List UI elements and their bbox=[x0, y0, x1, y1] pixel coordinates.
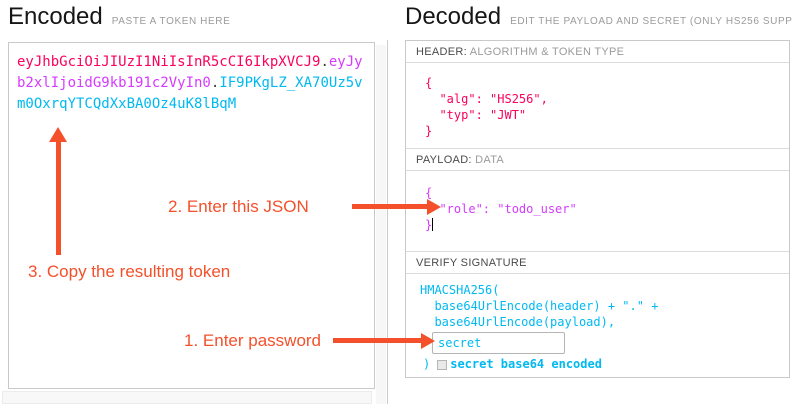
token-signature-segment: IF9PKgLZ_XA70Uz5vm0OxrqYTCQdXxBA0Oz4uK8l… bbox=[17, 75, 363, 112]
header-section-title: HEADER: ALGORITHM & TOKEN TYPE bbox=[406, 41, 789, 63]
token-separator-dot: . bbox=[320, 54, 329, 70]
header-section-sublabel: ALGORITHM & TOKEN TYPE bbox=[469, 46, 625, 58]
decoded-title-row: Decoded EDIT THE PAYLOAD AND SECRET (ONL… bbox=[405, 3, 793, 31]
encoded-footer-strip bbox=[2, 391, 372, 404]
signature-closing-row: ) secret base64 encoded bbox=[420, 356, 779, 373]
payload-section-title: PAYLOAD: DATA bbox=[406, 148, 789, 171]
code-line: HMACSHA256( bbox=[420, 283, 500, 297]
base64-encoded-checkbox-label: secret base64 encoded bbox=[450, 357, 602, 371]
token-separator-dot: . bbox=[210, 75, 220, 91]
center-scrollbar-track[interactable] bbox=[376, 45, 386, 404]
base64-encoded-checkbox[interactable] bbox=[437, 359, 448, 370]
code-line: } bbox=[425, 124, 433, 138]
decoded-panel: HEADER: ALGORITHM & TOKEN TYPE { "alg": … bbox=[405, 40, 790, 378]
decoded-title: Decoded bbox=[405, 3, 502, 30]
payload-json-editor[interactable]: { "role": "todo_user" } bbox=[406, 171, 789, 252]
secret-input[interactable] bbox=[432, 332, 565, 354]
encoded-token-textarea[interactable]: eyJhbGciOiJIUzI1NiIsInR5cCI6IkpXVCJ9.eyJ… bbox=[8, 42, 375, 389]
code-line: base64UrlEncode(header) + "." + bbox=[420, 299, 659, 313]
step-3-arrow-line bbox=[56, 141, 61, 255]
step-3-arrow-head-icon bbox=[49, 127, 67, 142]
payload-section-label: PAYLOAD: bbox=[416, 154, 472, 166]
code-line: "alg": "HS256", bbox=[425, 92, 548, 106]
annotation-step-2: 2. Enter this JSON bbox=[168, 197, 309, 216]
decoded-subtitle: EDIT THE PAYLOAD AND SECRET (ONLY HS256 … bbox=[510, 16, 793, 27]
step-2-arrow-head-icon bbox=[427, 199, 441, 215]
header-section-label: HEADER: bbox=[416, 46, 467, 58]
code-line: { bbox=[425, 186, 433, 200]
signature-editor: HMACSHA256( base64UrlEncode(header) + ".… bbox=[406, 274, 789, 377]
encoded-subtitle: PASTE A TOKEN HERE bbox=[111, 16, 231, 27]
header-json-editor[interactable]: { "alg": "HS256", "typ": "JWT" } bbox=[406, 63, 789, 149]
step-1-arrow-line bbox=[333, 338, 421, 343]
token-payload-segment: eyJyb2xlIjoidG9kb191c2VyIn0 bbox=[17, 54, 363, 91]
column-divider bbox=[387, 40, 388, 404]
step-1-arrow-head-icon bbox=[421, 333, 435, 349]
signature-section-label: VERIFY SIGNATURE bbox=[416, 257, 527, 269]
signature-section-title: VERIFY SIGNATURE bbox=[406, 251, 789, 274]
code-line-text: } bbox=[425, 218, 433, 232]
code-line: base64UrlEncode(payload), bbox=[420, 315, 616, 329]
payload-section-sublabel: DATA bbox=[475, 154, 505, 166]
token-header-segment: eyJhbGciOiJIUzI1NiIsInR5cCI6IkpXVCJ9 bbox=[17, 54, 321, 70]
code-line: "typ": "JWT" bbox=[425, 108, 527, 122]
closing-paren: ) bbox=[423, 357, 431, 371]
code-line: } bbox=[425, 217, 779, 233]
step-2-arrow-line bbox=[352, 204, 427, 209]
annotation-step-1: 1. Enter password bbox=[184, 331, 322, 350]
encoded-title: Encoded bbox=[8, 3, 103, 30]
code-line: { bbox=[425, 76, 433, 90]
encoded-title-row: Encoded PASTE A TOKEN HERE bbox=[8, 3, 230, 31]
text-cursor bbox=[432, 218, 434, 231]
code-line: "role": "todo_user" bbox=[425, 202, 577, 216]
annotation-step-3: 3. Copy the resulting token bbox=[28, 262, 231, 281]
